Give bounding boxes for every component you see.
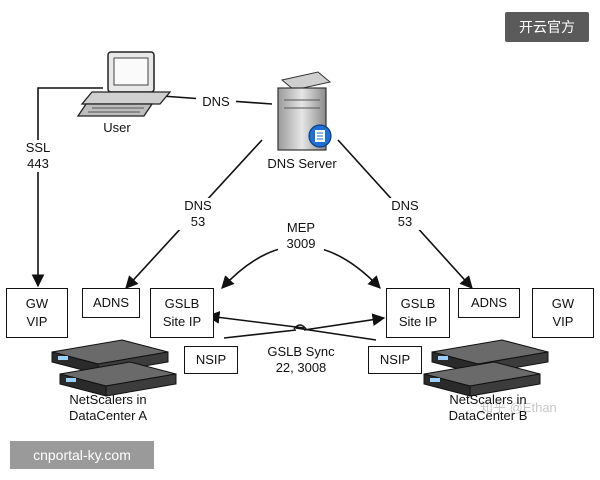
gslb-right-line2: Site IP bbox=[398, 314, 438, 329]
edge-gslb-sync-c bbox=[223, 329, 297, 339]
gw-vip-right-line1: GW bbox=[551, 296, 575, 311]
adns-left-box: ADNS bbox=[82, 288, 140, 318]
gslb-left-line1: GSLB bbox=[164, 296, 200, 311]
edge-label-dns-left-line2: 53 bbox=[190, 214, 206, 229]
user-label: User bbox=[103, 120, 131, 135]
gw-vip-left-line2: VIP bbox=[26, 314, 48, 329]
server-icon bbox=[277, 71, 332, 151]
edge-gslb-sync-d bbox=[303, 313, 386, 331]
appliance-stack-icon bbox=[51, 339, 177, 397]
edge-label-dns-left: DNS 53 bbox=[178, 198, 218, 230]
edge-label-mep-line1: MEP bbox=[286, 220, 316, 235]
watermark-bottom-left: cnportal-ky.com bbox=[10, 441, 154, 469]
adns-right-label: ADNS bbox=[470, 295, 508, 310]
gslb-site-ip-right-box: GSLB Site IP bbox=[386, 288, 450, 338]
dns-server-label: DNS Server bbox=[267, 156, 337, 171]
edge-label-dns-right-line1: DNS bbox=[391, 198, 419, 213]
gw-vip-left-line1: GW bbox=[25, 296, 49, 311]
edge-label-dns-left-line1: DNS bbox=[184, 198, 212, 213]
edge-label-ssl-line2: 443 bbox=[27, 156, 49, 171]
netscalers-a-label: NetScalers in DataCenter A bbox=[48, 392, 168, 424]
edge-label-gslb-sync-line1: GSLB Sync bbox=[267, 344, 335, 359]
edge-label-dns-right: DNS 53 bbox=[385, 198, 425, 230]
edge-label-mep: MEP 3009 bbox=[278, 220, 324, 252]
edge-label-ssl: SSL 443 bbox=[20, 140, 56, 172]
edge-gslb-sync-hop bbox=[293, 324, 307, 330]
netscalers-b-line2: DataCenter B bbox=[448, 408, 528, 423]
computer-icon bbox=[76, 51, 172, 117]
gslb-site-ip-left-box: GSLB Site IP bbox=[150, 288, 214, 338]
edge-label-ssl-line1: SSL bbox=[25, 140, 51, 155]
watermark-top-right: 开云官方 bbox=[505, 12, 589, 42]
netscalers-a-line2: DataCenter A bbox=[68, 408, 148, 423]
edge-label-gslb-sync: GSLB Sync 22, 3008 bbox=[262, 344, 340, 376]
edge-label-gslb-sync-line2: 22, 3008 bbox=[275, 360, 327, 375]
edge-label-user-dns: DNS bbox=[196, 94, 236, 110]
nsip-right-box: NSIP bbox=[368, 346, 422, 374]
gw-vip-left-box: GW VIP bbox=[6, 288, 68, 338]
nsip-right-label: NSIP bbox=[379, 352, 411, 367]
netscalers-b-label: NetScalers in DataCenter B bbox=[428, 392, 548, 424]
edge-gslb-sync-b bbox=[206, 311, 305, 329]
nsip-left-box: NSIP bbox=[184, 346, 238, 374]
gw-vip-right-box: GW VIP bbox=[532, 288, 594, 338]
watermark-mid-right: 知乎 @Ethan bbox=[480, 400, 557, 415]
nsip-left-label: NSIP bbox=[195, 352, 227, 367]
edge-label-mep-line2: 3009 bbox=[286, 236, 316, 251]
appliance-stack-icon bbox=[423, 339, 549, 397]
netscalers-a-line1: NetScalers in bbox=[69, 392, 147, 407]
edge-ssl bbox=[31, 87, 103, 288]
gslb-right-line1: GSLB bbox=[400, 296, 436, 311]
adns-left-label: ADNS bbox=[92, 295, 130, 310]
adns-right-box: ADNS bbox=[458, 288, 520, 318]
edge-mep bbox=[221, 245, 381, 289]
gw-vip-right-line2: VIP bbox=[552, 314, 574, 329]
gslb-left-line2: Site IP bbox=[162, 314, 202, 329]
edge-label-dns-right-line2: 53 bbox=[397, 214, 413, 229]
netscalers-b-line1: NetScalers in bbox=[449, 392, 527, 407]
